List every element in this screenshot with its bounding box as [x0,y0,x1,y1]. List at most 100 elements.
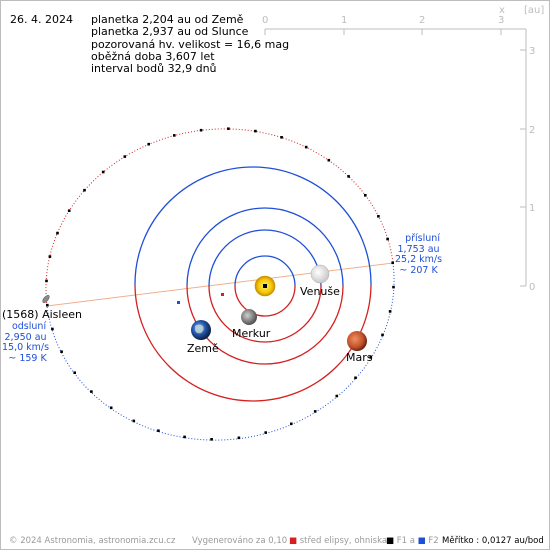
orbit-point [354,376,357,380]
perihelion-title: přísluní [405,233,440,244]
perihelion-distance: 1,753 au [397,243,440,255]
orbit-point [347,175,350,178]
mars-orbit-lower [134,286,372,402]
axes [264,28,527,287]
legend-f1-label: F1 a [396,536,415,546]
y-tick-label: 2 [529,125,535,136]
orbit-point [173,134,176,137]
orbit-point [335,394,339,398]
orbit-point [109,406,113,410]
orbit-point [391,261,394,265]
x-tick-label: 0 [262,15,268,26]
asteroid-label: (1568) Aisleen [2,308,82,321]
venus-icon [310,264,330,284]
orbit-point [101,170,105,174]
earth-cloud-detail [195,324,204,334]
x-tick-label: 3 [498,15,504,26]
orbit-point [304,145,308,149]
legend-red-square-icon: ■ [289,536,298,546]
earth-orbit-upper [186,207,344,286]
orbit-point [60,350,63,353]
orbit-point [83,188,86,192]
orbit-point [123,155,127,158]
y-tick-label: 1 [529,203,535,214]
orbit-point [132,419,136,423]
x-axis-label: x [499,5,505,16]
focus-f2-marker [177,301,180,304]
orbit-point [254,129,257,133]
asteroid-icon [42,295,50,303]
legend-foci: ■ F1 a ■ F2 [386,536,439,546]
orbit-point [369,356,373,359]
orbit-point [264,431,267,434]
orbit-point [364,194,367,197]
perihelion-temp: ~ 207 K [399,264,438,276]
orbit-point [157,429,160,432]
copyright-text: © 2024 Astronomia, astronomia.zcu.cz [9,536,176,546]
aphelion-info: odsluní 2,950 au 15,0 km/s ~ 159 K [2,321,50,364]
info-line: planetka 2,204 au od Země [91,13,244,26]
apsides-line [46,262,394,307]
orbit-point [73,371,76,374]
mars-label: Mars [346,351,373,364]
mercury-label: Merkur [232,327,271,340]
focus-f1-marker [263,284,267,288]
x-tick-label: 1 [341,15,347,26]
orbit-point [392,285,395,289]
orbit-point [386,237,389,241]
scale-text: Měřítko : 0,0127 au/bod [442,536,544,546]
generated-text: Vygenerováno za 0,10 s [192,536,295,546]
date-label: 26. 4. 2024 [10,13,73,26]
orbit-point [48,255,52,258]
orbit-point [280,136,283,139]
orbit-point [147,142,150,146]
venus-label: Venuše [300,285,340,298]
perihelion-info: přísluní 1,753 au 25,2 km/s ~ 207 K [395,233,443,276]
earth-orbit-lower [186,286,344,365]
scale-value: Měřítko : 0,0127 au/bod [442,536,544,546]
orbit-point [377,215,380,218]
asteroid-orbit-red [45,128,394,307]
orbit-point [183,435,186,439]
ellipse-center-marker [221,293,224,296]
legend-center-label: střed elipsy, ohniska [299,536,388,546]
orbit-point [51,327,54,331]
orbit-point [46,303,49,307]
asteroid-orbit-blue [46,262,395,441]
mercury-orbit-upper [234,255,296,286]
info-line: oběžná doba 3,607 let [91,49,215,63]
info-line: planetka 2,937 au od Slunce [91,25,249,39]
info-block: planetka 2,204 au od Země planetka 2,937… [91,13,290,76]
orbit-point [210,438,213,441]
info-line: pozorovaná hv. velikost = 16,6 mag [91,37,290,51]
asteroid-position-points [45,127,395,441]
perihelion-speed: 25,2 km/s [395,254,443,265]
venus-orbit-lower [208,286,322,343]
mars-icon [347,331,367,351]
orbit-point [290,422,293,426]
info-line: interval bodů 32,9 dnů [91,62,217,76]
orbit-point [313,410,317,413]
orbit-point [388,310,392,313]
orbit-point [237,436,241,440]
y-tick-label: 3 [529,46,535,57]
orbit-point [381,333,384,337]
orbit-point [199,128,203,132]
orbit-point [227,127,230,130]
orbit-point [327,158,331,162]
aphelion-speed: 15,0 km/s [2,342,50,353]
orbit-point [45,279,48,283]
legend-black-square-icon: ■ [386,536,395,546]
venus-orbit-upper [208,229,322,286]
legend-center: ■ střed elipsy, ohniska [289,536,387,546]
mercury-icon [241,309,257,325]
legend-blue-square-icon: ■ [417,536,426,546]
aphelion-temp: ~ 159 K [8,352,47,364]
aphelion-distance: 2,950 au [4,331,47,343]
unit-label: [au] [524,5,544,16]
x-tick-label: 2 [419,15,425,26]
aphelion-title: odsluní [11,321,47,332]
earth-label: Země [187,342,219,355]
orbit-point [67,209,71,212]
